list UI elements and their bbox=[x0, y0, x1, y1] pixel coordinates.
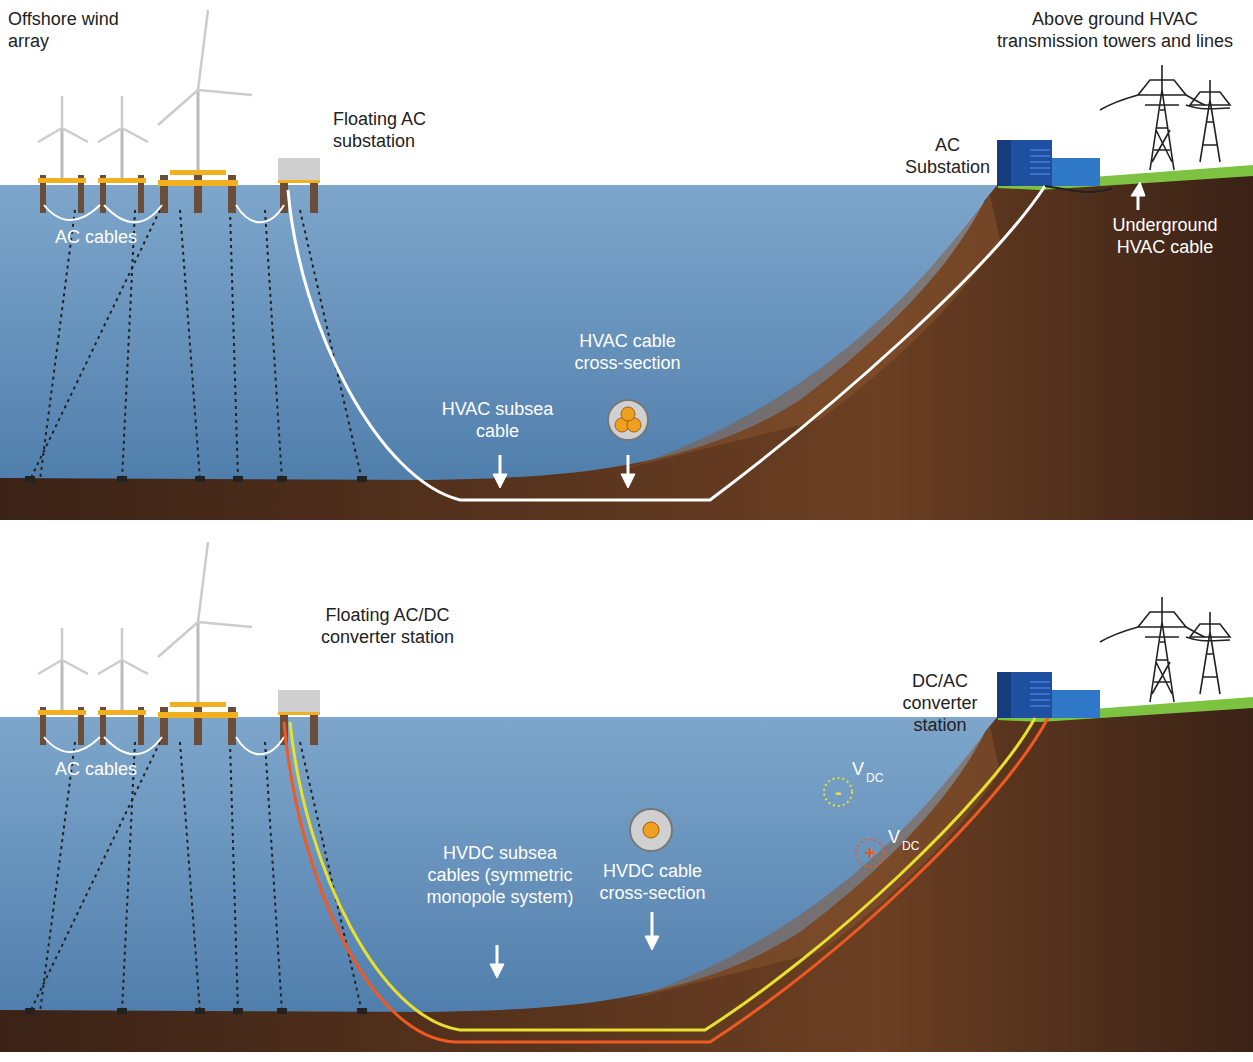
station-label: Floating AC/DC converter station bbox=[300, 604, 475, 648]
cable-label: HVDC cable cross-section bbox=[585, 860, 720, 904]
hvdc-scene bbox=[0, 542, 1253, 1052]
voltage-label: DC bbox=[902, 840, 932, 852]
polarity-sign: - bbox=[822, 776, 854, 808]
site-label: Above ground HVAC transmission towers an… bbox=[990, 8, 1240, 52]
hvac-scene bbox=[0, 10, 1253, 520]
cable-label: HVAC subsea cable bbox=[440, 398, 555, 442]
hvac-cable bbox=[288, 186, 1045, 500]
cable-label: AC cables bbox=[55, 758, 165, 780]
cable-label: HVAC cable cross-section bbox=[555, 330, 700, 374]
dc-positive-cable bbox=[284, 718, 1048, 1042]
station-label: Floating AC substation bbox=[333, 108, 463, 152]
polarity-circle: - bbox=[822, 776, 854, 808]
cable-label: Underground HVAC cable bbox=[1090, 214, 1240, 258]
dc-negative-cable bbox=[290, 718, 1035, 1030]
station-label: AC Substation bbox=[900, 134, 995, 178]
station-label: DC/AC converter station bbox=[880, 670, 1000, 736]
site-label: Offshore wind array bbox=[8, 8, 128, 52]
polarity-circle: + bbox=[854, 837, 886, 869]
polarity-sign: + bbox=[854, 837, 886, 869]
cable-label: AC cables bbox=[55, 226, 165, 248]
voltage-label: DC bbox=[866, 772, 896, 784]
cable-label: HVDC subsea cables (symmetric monopole s… bbox=[420, 842, 580, 908]
